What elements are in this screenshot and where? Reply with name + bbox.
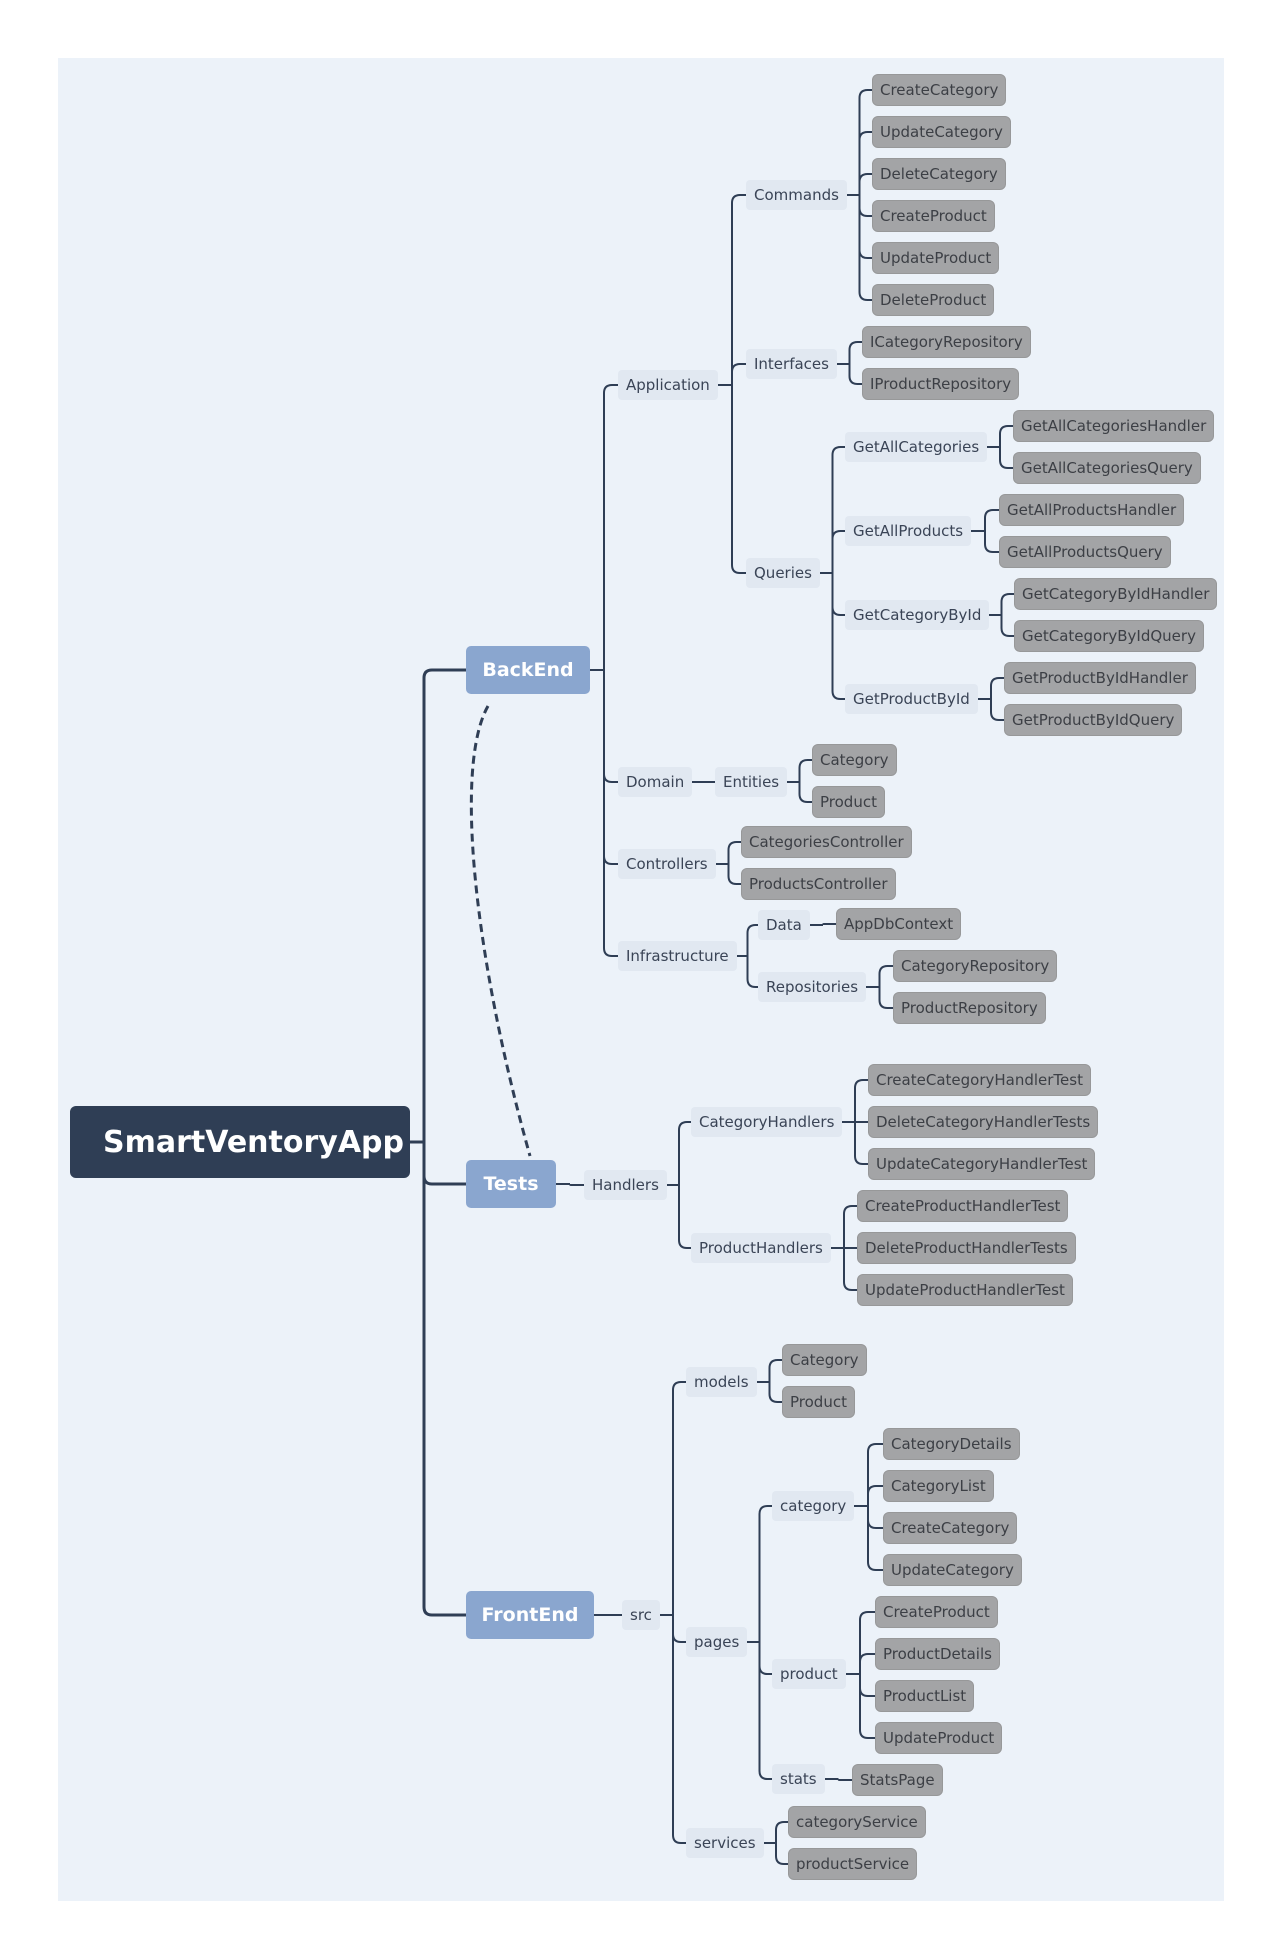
node-application[interactable]: Application: [618, 370, 718, 400]
node-handlers[interactable]: Handlers: [584, 1170, 667, 1200]
leaf-delete-product-handler-tests[interactable]: DeleteProductHandlerTests: [857, 1232, 1076, 1264]
leaf-update-product[interactable]: UpdateProduct: [872, 242, 1000, 274]
node-repositories[interactable]: Repositories: [758, 972, 867, 1002]
leaf-icategory-repository[interactable]: ICategoryRepository: [862, 326, 1031, 358]
node-get-category-by-id[interactable]: GetCategoryById: [845, 600, 990, 630]
leaf-update-product-handler-test[interactable]: UpdateProductHandlerTest: [857, 1274, 1073, 1306]
node-services[interactable]: services: [686, 1828, 764, 1858]
leaf-page-update-category[interactable]: UpdateCategory: [883, 1554, 1022, 1586]
leaf-product-repository[interactable]: ProductRepository: [893, 992, 1046, 1024]
node-src[interactable]: src: [622, 1600, 660, 1630]
leaf-categories-controller[interactable]: CategoriesController: [741, 826, 912, 858]
leaf-page-create-category[interactable]: CreateCategory: [883, 1512, 1018, 1544]
node-category-handlers[interactable]: CategoryHandlers: [691, 1107, 843, 1137]
leaf-update-category-handler-test[interactable]: UpdateCategoryHandlerTest: [868, 1148, 1096, 1180]
node-models[interactable]: models: [686, 1367, 757, 1397]
leaf-model-category[interactable]: Category: [782, 1344, 867, 1376]
leaf-domain-product[interactable]: Product: [812, 786, 885, 818]
node-get-product-by-id[interactable]: GetProductById: [845, 684, 978, 714]
leaf-get-all-products-query[interactable]: GetAllProductsQuery: [999, 536, 1171, 568]
root-node[interactable]: SmartVentoryApp: [70, 1106, 410, 1178]
node-get-all-categories[interactable]: GetAllCategories: [845, 432, 988, 462]
leaf-category-list[interactable]: CategoryList: [883, 1470, 994, 1502]
leaf-create-product-handler-test[interactable]: CreateProductHandlerTest: [857, 1190, 1069, 1222]
leaf-domain-category[interactable]: Category: [812, 744, 897, 776]
leaf-get-product-by-id-handler[interactable]: GetProductByIdHandler: [1004, 662, 1196, 694]
node-controllers[interactable]: Controllers: [618, 849, 716, 879]
node-tests[interactable]: Tests: [466, 1160, 556, 1208]
leaf-stats-page[interactable]: StatsPage: [852, 1764, 943, 1796]
leaf-category-service[interactable]: categoryService: [788, 1806, 926, 1838]
leaf-delete-product[interactable]: DeleteProduct: [872, 284, 995, 316]
leaf-iproduct-repository[interactable]: IProductRepository: [862, 368, 1020, 400]
leaf-create-product[interactable]: CreateProduct: [872, 200, 995, 232]
node-data[interactable]: Data: [758, 910, 810, 940]
node-frontend[interactable]: FrontEnd: [466, 1591, 594, 1639]
node-product-handlers[interactable]: ProductHandlers: [691, 1233, 831, 1263]
leaf-app-db-context[interactable]: AppDbContext: [836, 908, 962, 940]
leaf-get-category-by-id-handler[interactable]: GetCategoryByIdHandler: [1014, 578, 1218, 610]
leaf-get-category-by-id-query[interactable]: GetCategoryByIdQuery: [1014, 620, 1204, 652]
node-backend[interactable]: BackEnd: [466, 646, 590, 694]
leaf-delete-category-handler-tests[interactable]: DeleteCategoryHandlerTests: [868, 1106, 1099, 1138]
leaf-delete-category[interactable]: DeleteCategory: [872, 158, 1006, 190]
node-queries[interactable]: Queries: [746, 558, 820, 588]
leaf-get-all-categories-query[interactable]: GetAllCategoriesQuery: [1013, 452, 1201, 484]
node-interfaces[interactable]: Interfaces: [746, 349, 837, 379]
leaf-update-category[interactable]: UpdateCategory: [872, 116, 1011, 148]
leaf-product-list[interactable]: ProductList: [875, 1680, 975, 1712]
leaf-page-update-product[interactable]: UpdateProduct: [875, 1722, 1003, 1754]
node-infrastructure[interactable]: Infrastructure: [618, 941, 737, 971]
leaf-create-category[interactable]: CreateCategory: [872, 74, 1007, 106]
leaf-category-details[interactable]: CategoryDetails: [883, 1428, 1020, 1460]
node-commands[interactable]: Commands: [746, 180, 847, 210]
leaf-model-product[interactable]: Product: [782, 1386, 855, 1418]
node-pages-product[interactable]: product: [772, 1659, 846, 1689]
leaf-product-details[interactable]: ProductDetails: [875, 1638, 1000, 1670]
leaf-category-repository[interactable]: CategoryRepository: [893, 950, 1058, 982]
node-pages-category[interactable]: category: [772, 1491, 855, 1521]
node-pages-stats[interactable]: stats: [772, 1764, 825, 1794]
leaf-create-category-handler-test[interactable]: CreateCategoryHandlerTest: [868, 1064, 1091, 1096]
node-pages[interactable]: pages: [686, 1627, 748, 1657]
leaf-page-create-product[interactable]: CreateProduct: [875, 1596, 998, 1628]
leaf-get-all-categories-handler[interactable]: GetAllCategoriesHandler: [1013, 410, 1215, 442]
leaf-product-service[interactable]: productService: [788, 1848, 918, 1880]
node-entities[interactable]: Entities: [715, 767, 788, 797]
node-get-all-products[interactable]: GetAllProducts: [845, 516, 972, 546]
leaf-get-all-products-handler[interactable]: GetAllProductsHandler: [999, 494, 1185, 526]
leaf-get-product-by-id-query[interactable]: GetProductByIdQuery: [1004, 704, 1183, 736]
leaf-products-controller[interactable]: ProductsController: [741, 868, 896, 900]
node-domain[interactable]: Domain: [618, 767, 693, 797]
